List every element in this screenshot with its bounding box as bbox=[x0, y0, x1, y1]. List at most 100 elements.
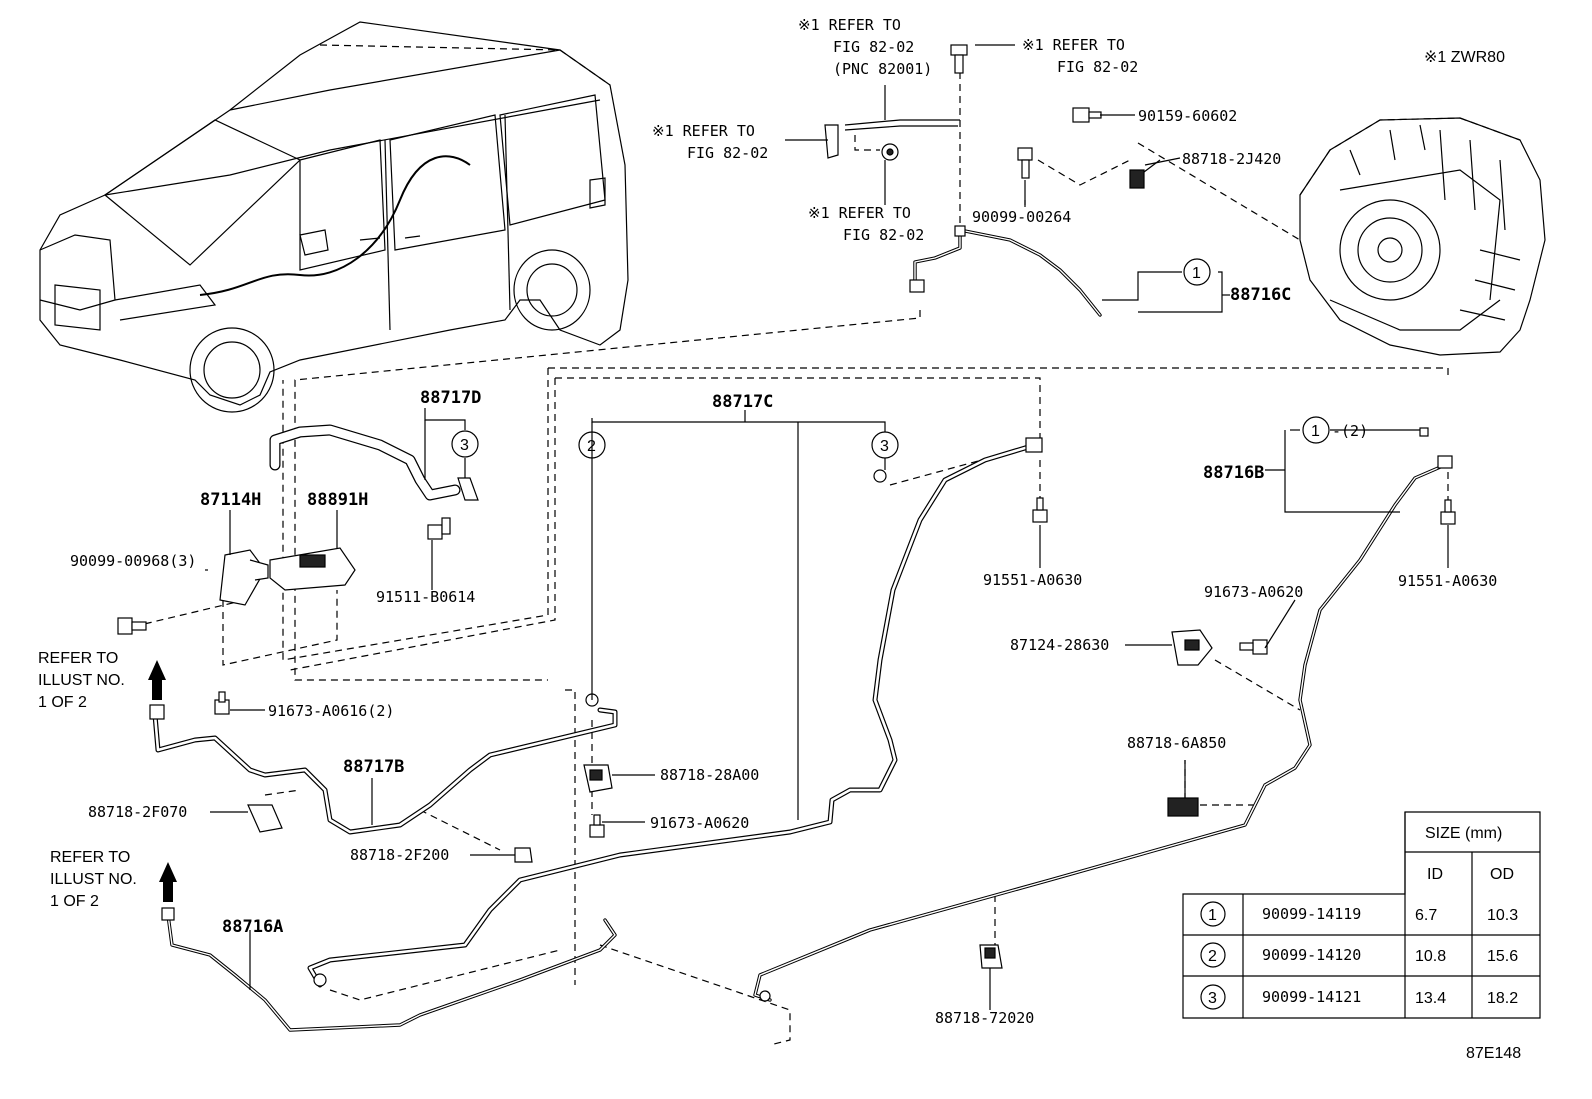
part-91673-A0620-b: 91673-A0620 bbox=[650, 814, 749, 832]
fitting-88716C-icon bbox=[909, 225, 966, 293]
row-mark: 3 bbox=[1208, 990, 1217, 1007]
bolt-90099-00968-icon bbox=[117, 617, 147, 635]
clamp-88718-2J420-icon bbox=[1129, 159, 1161, 189]
leader-dashed-lines bbox=[139, 60, 1449, 1046]
assembly-88717D: 88717D bbox=[420, 388, 481, 408]
size-table: SIZE (mm) ID OD 1 90099-14119 6.7 10.3 2… bbox=[1182, 811, 1541, 1019]
pipe-88716B-long bbox=[753, 463, 1447, 1002]
callout-number: 2 bbox=[587, 438, 596, 455]
bolt-90099-00264-icon bbox=[1017, 147, 1033, 179]
row-part: 90099-14119 bbox=[1262, 905, 1361, 923]
callout-number: 1 bbox=[1192, 265, 1201, 282]
part-88718-72020: 88718-72020 bbox=[935, 1009, 1034, 1027]
refer-illust-1: REFER TO ILLUST NO. 1 OF 2 bbox=[38, 650, 125, 711]
row-id: 6.7 bbox=[1415, 907, 1437, 924]
vehicle-illustration bbox=[39, 21, 629, 413]
bolt-91511-B0614-icon bbox=[427, 517, 451, 540]
callout-number: 3 bbox=[460, 437, 469, 454]
svg-text:1 OF 2: 1 OF 2 bbox=[50, 893, 99, 910]
assembly-88716C: 88716C bbox=[1230, 285, 1291, 305]
part-91551-A0630-a: 91551-A0630 bbox=[983, 571, 1082, 589]
table-row: 3 90099-14121 13.4 18.2 bbox=[1200, 984, 1518, 1010]
svg-text:ILLUST NO.: ILLUST NO. bbox=[38, 672, 125, 689]
part-88718-6A850: 88718-6A850 bbox=[1127, 734, 1226, 752]
svg-text:※1 REFER TO: ※1 REFER TO bbox=[1022, 36, 1125, 54]
bracket-refer-icon bbox=[824, 124, 839, 159]
refer-note-4: ※1 REFER TO FIG 82-02 bbox=[808, 204, 924, 244]
svg-text:REFER TO: REFER TO bbox=[50, 849, 130, 866]
callout-3b: 3 bbox=[871, 431, 899, 459]
table-row: 2 90099-14120 10.8 15.6 bbox=[1200, 942, 1518, 968]
svg-text:FIG 82-02: FIG 82-02 bbox=[1057, 58, 1138, 76]
bolt-91673-A0616-icon bbox=[214, 691, 230, 715]
brake-hose-88717D bbox=[269, 424, 461, 501]
part-88718-2F070: 88718-2F070 bbox=[88, 803, 187, 821]
hybrid-transaxle-illustration bbox=[1299, 117, 1546, 356]
size-table-col-od: OD bbox=[1490, 866, 1514, 883]
pipe-88717C-long bbox=[307, 442, 1038, 988]
bolt-90159-60602-icon bbox=[1072, 107, 1102, 123]
bolt-91551-A0630b-icon bbox=[1440, 499, 1456, 525]
row-od: 18.2 bbox=[1487, 990, 1518, 1007]
assembly-88717B: 88717B bbox=[343, 757, 404, 777]
clamp-88718-28A00-icon bbox=[583, 764, 613, 793]
row-od: 10.3 bbox=[1487, 907, 1518, 924]
svg-text:FIG 82-02: FIG 82-02 bbox=[843, 226, 924, 244]
part-88718-2F200: 88718-2F200 bbox=[350, 846, 449, 864]
part-90159-60602: 90159-60602 bbox=[1138, 107, 1237, 125]
assembly-88891H: 88891H bbox=[307, 490, 368, 510]
leader-solid-lines bbox=[205, 44, 1449, 1010]
assembly-88716A: 88716A bbox=[222, 917, 283, 937]
callout-1b: 1 -(2) bbox=[1302, 416, 1368, 444]
svg-text:REFER TO: REFER TO bbox=[38, 650, 118, 667]
svg-text:※1 REFER TO: ※1 REFER TO bbox=[808, 204, 911, 222]
clamp-88718-6A850-icon bbox=[1167, 797, 1199, 817]
callout-2: 2 bbox=[578, 431, 606, 459]
up-arrow-icon bbox=[159, 862, 177, 902]
pipe-88717B bbox=[152, 707, 618, 835]
grommet-refer-icon bbox=[881, 143, 899, 161]
row-mark: 1 bbox=[1208, 907, 1217, 924]
svg-text:FIG 82-02: FIG 82-02 bbox=[687, 144, 768, 162]
valve-87114H-icon bbox=[219, 549, 269, 606]
svg-text:※1 REFER TO: ※1 REFER TO bbox=[798, 16, 901, 34]
part-90099-00264: 90099-00264 bbox=[972, 208, 1071, 226]
bolt-91673-A0620b-icon bbox=[589, 814, 605, 838]
row-part: 90099-14120 bbox=[1262, 946, 1361, 964]
refer-note-1: ※1 REFER TO FIG 82-02 (PNC 82001) bbox=[798, 16, 932, 78]
size-table-title: SIZE (mm) bbox=[1425, 825, 1502, 842]
pipe-88716C bbox=[913, 228, 1102, 317]
bolt-91551-A0630a-icon bbox=[1032, 497, 1048, 523]
part-91551-A0630-b: 91551-A0630 bbox=[1398, 572, 1497, 590]
part-91673-A0616: 91673-A0616(2) bbox=[268, 702, 394, 720]
valve-87124-28630-icon bbox=[1171, 629, 1213, 666]
row-id: 10.8 bbox=[1415, 948, 1446, 965]
part-90099-00968: 90099-00968(3) bbox=[70, 552, 196, 570]
row-od: 15.6 bbox=[1487, 948, 1518, 965]
svg-text:FIG 82-02: FIG 82-02 bbox=[833, 38, 914, 56]
row-id: 13.4 bbox=[1415, 990, 1446, 1007]
up-arrow-icon bbox=[148, 660, 166, 700]
small-parts bbox=[117, 44, 1456, 1002]
diagram-code: 87E148 bbox=[1466, 1045, 1521, 1062]
part-87124-28630: 87124-28630 bbox=[1010, 636, 1109, 654]
clamp-88718-2F200-icon bbox=[514, 847, 533, 863]
clamp-88718-2F070-icon bbox=[247, 804, 283, 833]
assembly-88717C: 88717C bbox=[712, 392, 773, 412]
callout-3a: 3 bbox=[451, 430, 479, 458]
svg-text:ILLUST NO.: ILLUST NO. bbox=[50, 871, 137, 888]
part-91673-A0620-a: 91673-A0620 bbox=[1204, 583, 1303, 601]
refer-note-3: ※1 REFER TO FIG 82-02 bbox=[652, 122, 768, 162]
callout-number: 3 bbox=[880, 438, 889, 455]
clip-88717D-icon bbox=[457, 477, 479, 501]
row-mark: 2 bbox=[1208, 948, 1217, 965]
refer-note-2: ※1 REFER TO FIG 82-02 bbox=[1022, 36, 1138, 76]
callout-number: 1 bbox=[1311, 423, 1320, 440]
part-91511-B0614: 91511-B0614 bbox=[376, 588, 475, 606]
row-part: 90099-14121 bbox=[1262, 988, 1361, 1006]
svg-text:(PNC 82001): (PNC 82001) bbox=[833, 60, 932, 78]
callout-quantity: -(2) bbox=[1332, 422, 1368, 440]
assembly-88716B: 88716B bbox=[1203, 463, 1264, 483]
clamp-88718-72020-icon bbox=[979, 944, 1003, 969]
bolt-91673-A0620a-icon bbox=[1239, 639, 1268, 655]
